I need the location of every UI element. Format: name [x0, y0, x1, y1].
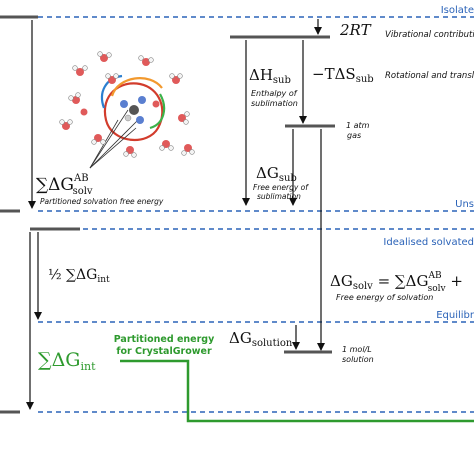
- crystalgrower-path: [120, 359, 474, 423]
- free-sub-note-2: sublimation: [257, 192, 301, 201]
- one-moll-note: 1 mol/L: [342, 345, 372, 354]
- two-rt-term: 2RT: [339, 21, 372, 39]
- crystalgrower-note-1: Partitioned energy: [114, 334, 215, 345]
- enthalpy-note-1: Enthalpy of: [251, 89, 298, 98]
- unsolvated-level-label: Uns: [455, 199, 474, 210]
- solvated-molecule-cluster-icon: [59, 51, 195, 169]
- equilibrium-level-label: Equilibr: [436, 310, 474, 321]
- rot-trans-note: Rotational and translation: [385, 71, 474, 81]
- one-atm-note: 1 atm: [346, 121, 370, 130]
- free-solv-note: Free energy of solvation: [336, 293, 433, 302]
- dg-sub-term: ΔGsub: [256, 164, 297, 184]
- half-sum-int-term: ½ ∑ΔGint: [48, 267, 110, 285]
- free-sub-note-1: Free energy of: [253, 183, 309, 192]
- solution-note: solution: [342, 355, 374, 364]
- partitioned-solv-note: Partitioned solvation free energy: [40, 197, 164, 206]
- sum-int-term: ∑ΔGint: [38, 349, 96, 373]
- vibrational-note: Vibrational contribution: [385, 30, 474, 40]
- idealised-level-label: Idealised solvated: [383, 237, 474, 248]
- crystalgrower-note-2: for CrystalGrower: [116, 346, 212, 357]
- isolated-level-label: Isolate: [441, 5, 474, 16]
- enthalpy-note-2: sublimation: [251, 99, 298, 108]
- dg-solution-term: ΔGsolution: [229, 329, 293, 349]
- minus-tds-term: −TΔSsub: [312, 65, 374, 85]
- gas-note: gas: [347, 131, 361, 140]
- dh-sub-term: ΔHsub: [249, 66, 291, 86]
